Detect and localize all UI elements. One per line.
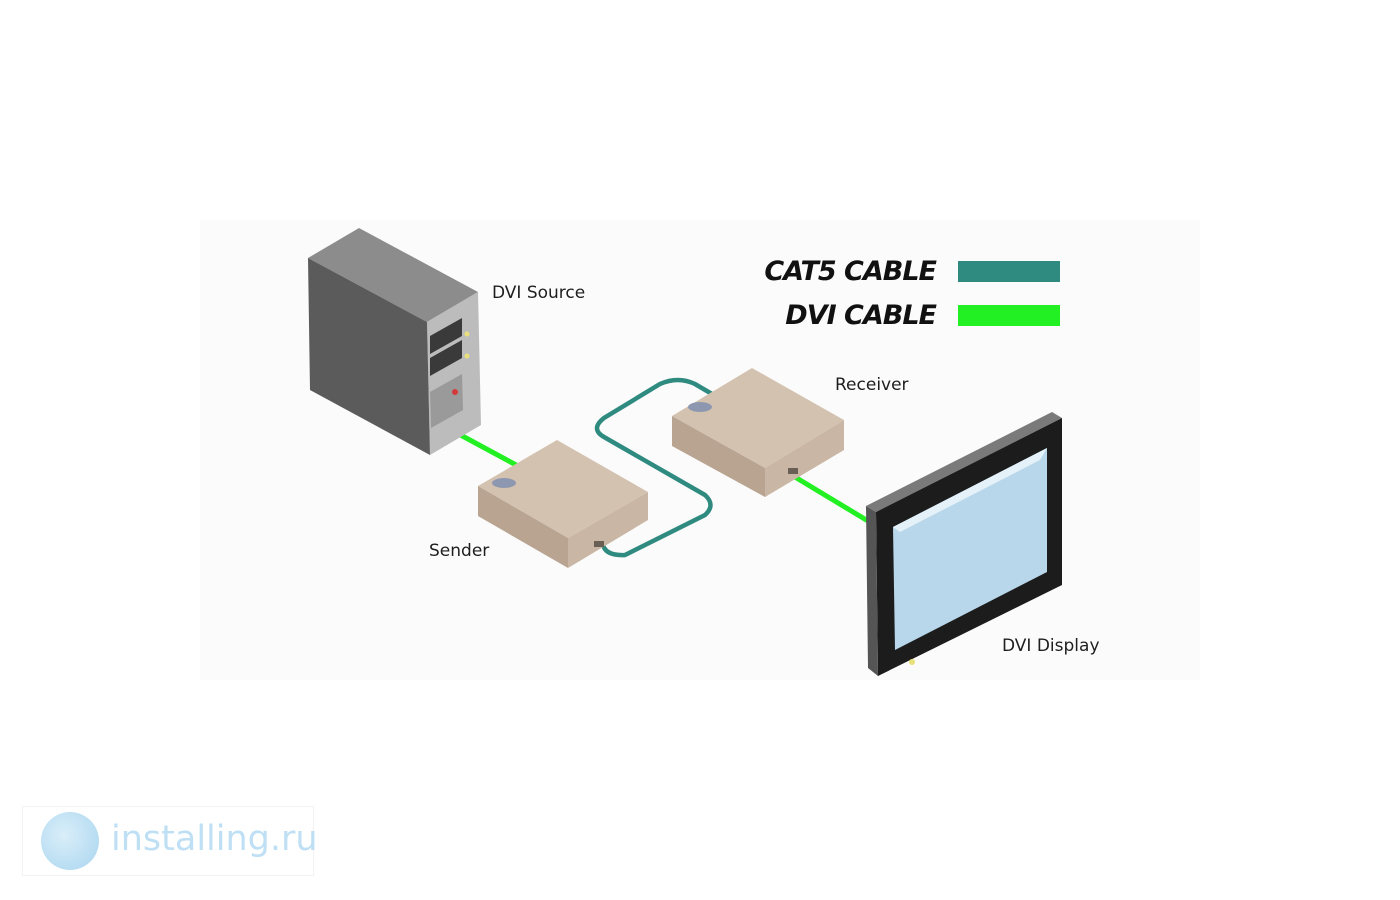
logo-badge-icon	[41, 812, 99, 870]
watermark-text: installing.ru	[111, 819, 318, 859]
watermark: installing.ru	[22, 806, 318, 876]
dvi-cable-source-to-sender	[453, 429, 520, 469]
receiver-box-icon	[672, 368, 844, 497]
dvi-cable-receiver-to-display	[788, 471, 870, 524]
legend-cat5-swatch	[958, 261, 1060, 282]
dvi-display-monitor-icon	[866, 412, 1062, 676]
legend-dvi-swatch	[958, 305, 1060, 326]
sender-box-icon	[478, 440, 648, 568]
sender-label: Sender	[429, 541, 490, 561]
dvi-display-label: DVI Display	[1002, 636, 1100, 656]
receiver-label: Receiver	[835, 375, 909, 395]
legend-dvi-label: DVI CABLE	[785, 300, 937, 331]
dvi-source-label: DVI Source	[492, 283, 586, 303]
cat5-cable	[594, 377, 715, 558]
dvi-source-computer-icon	[308, 228, 481, 455]
legend-cat5-label: CAT5 CABLE	[764, 256, 937, 287]
